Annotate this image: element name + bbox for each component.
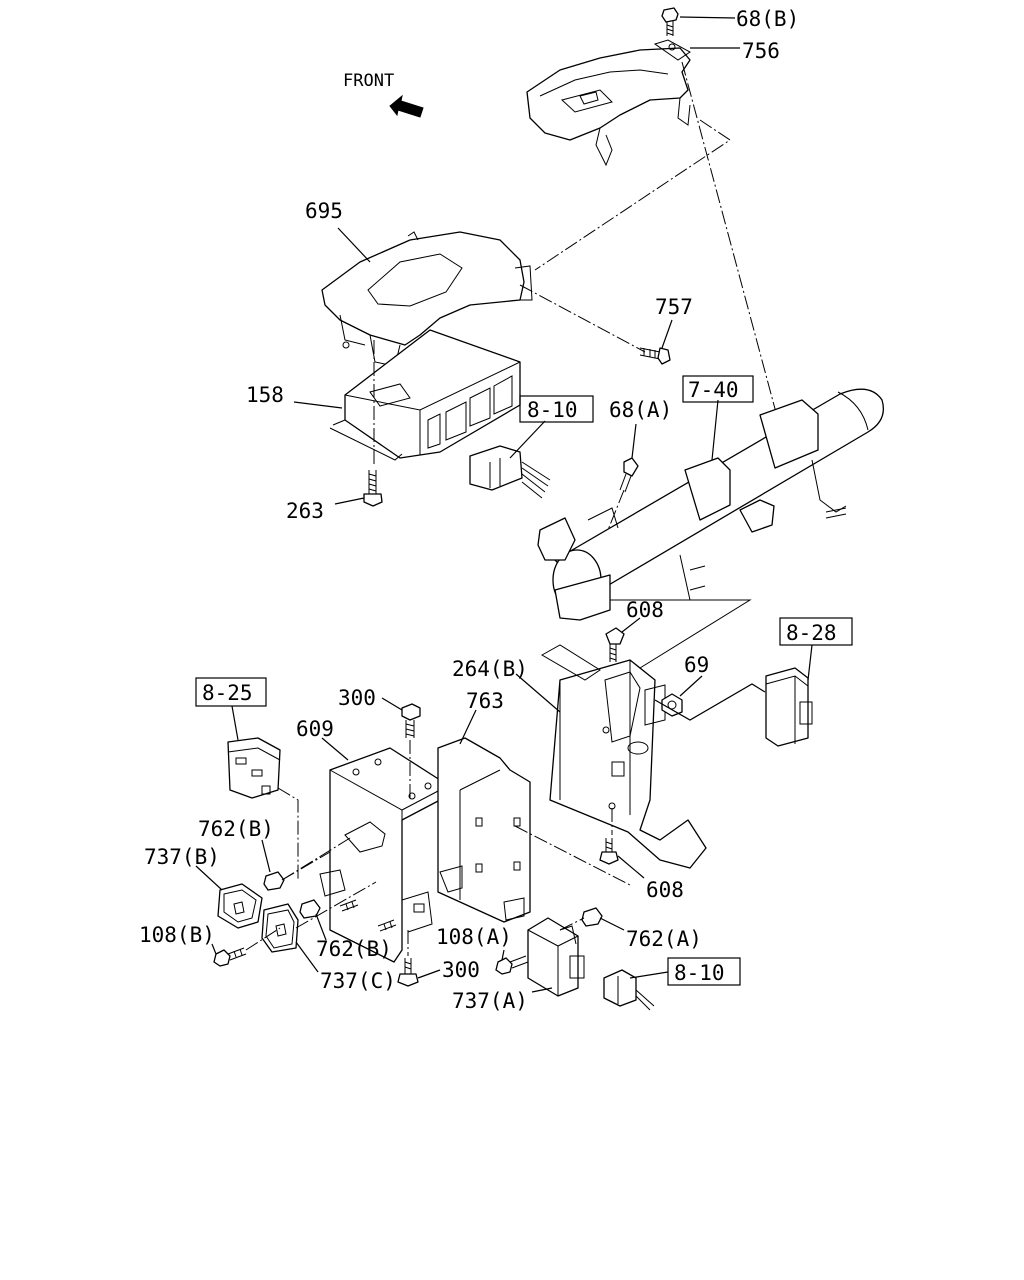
callout-737b: 737(B): [144, 845, 220, 869]
callout-8-10-top: 8-10: [527, 398, 578, 422]
callout-68a: 68(A): [609, 398, 672, 422]
bolt-108a: [495, 955, 529, 975]
callout-68b: 68(B): [736, 7, 799, 31]
control-unit-158: [329, 329, 521, 461]
callout-762a: 762(A): [626, 927, 702, 951]
callout-608-bottom: 608: [646, 878, 684, 902]
connector-bottom: [603, 969, 655, 1011]
bolt-757: [639, 347, 671, 365]
bracket-264b: [540, 644, 707, 869]
callout-7-40: 7-40: [688, 378, 739, 402]
callout-737c: 737(C): [320, 969, 396, 993]
bolt-68a: [619, 457, 639, 493]
callout-762b-top: 762(B): [198, 817, 274, 841]
cross-member-7-40: [537, 388, 885, 669]
callout-8-28: 8-28: [786, 621, 837, 645]
bolt-608-top: [605, 627, 625, 662]
callout-158: 158: [246, 383, 284, 407]
callout-757: 757: [655, 295, 693, 319]
nut-69: [661, 693, 683, 717]
bracket-609: [319, 747, 441, 963]
callout-8-25: 8-25: [202, 681, 253, 705]
bolt-263: [363, 470, 383, 507]
bolts-609-side: [339, 899, 397, 932]
bracket-695: [321, 231, 533, 367]
ref-box-8-28[interactable]: [779, 617, 853, 646]
relay-8-25: [227, 737, 281, 799]
callout-695: 695: [305, 199, 343, 223]
ref-box-8-10-top[interactable]: [519, 395, 594, 423]
callout-300-bottom: 300: [442, 958, 480, 982]
clip-762a: [581, 907, 603, 927]
bolt-108b: [213, 947, 247, 967]
front-indicator: FRONT: [343, 71, 424, 118]
clip-762b-top: [263, 871, 285, 891]
front-label: FRONT: [343, 71, 394, 91]
ref-box-8-10-bottom[interactable]: [667, 957, 741, 986]
callout-108a: 108(A): [436, 925, 512, 949]
bolt-300-bottom: [397, 958, 419, 987]
front-arrow-icon: [389, 94, 424, 118]
bracket-756: [526, 39, 691, 167]
callout-762b-bottom: 762(B): [316, 937, 392, 961]
ref-box-7-40[interactable]: [682, 375, 754, 403]
callout-108b: 108(B): [139, 923, 215, 947]
callout-737a: 737(A): [452, 989, 528, 1013]
callout-8-10-bottom: 8-10: [674, 961, 725, 985]
bolt-608-bottom: [599, 838, 619, 865]
callout-763: 763: [466, 689, 504, 713]
relay-737a: [527, 917, 585, 997]
callout-300-top: 300: [338, 686, 376, 710]
callout-264b: 264(B): [452, 657, 528, 681]
bracket-763: [437, 737, 531, 923]
bolt-68b: [661, 7, 679, 36]
relay-737b: [217, 883, 263, 929]
callout-263: 263: [286, 499, 324, 523]
callout-608-top: 608: [626, 598, 664, 622]
callout-69: 69: [684, 653, 709, 677]
relay-8-28: [765, 667, 813, 747]
connector-top: [469, 445, 551, 499]
ref-box-8-25[interactable]: [195, 677, 267, 707]
callout-609: 609: [296, 717, 334, 741]
bolt-300-top: [401, 703, 421, 738]
callout-756: 756: [742, 39, 780, 63]
